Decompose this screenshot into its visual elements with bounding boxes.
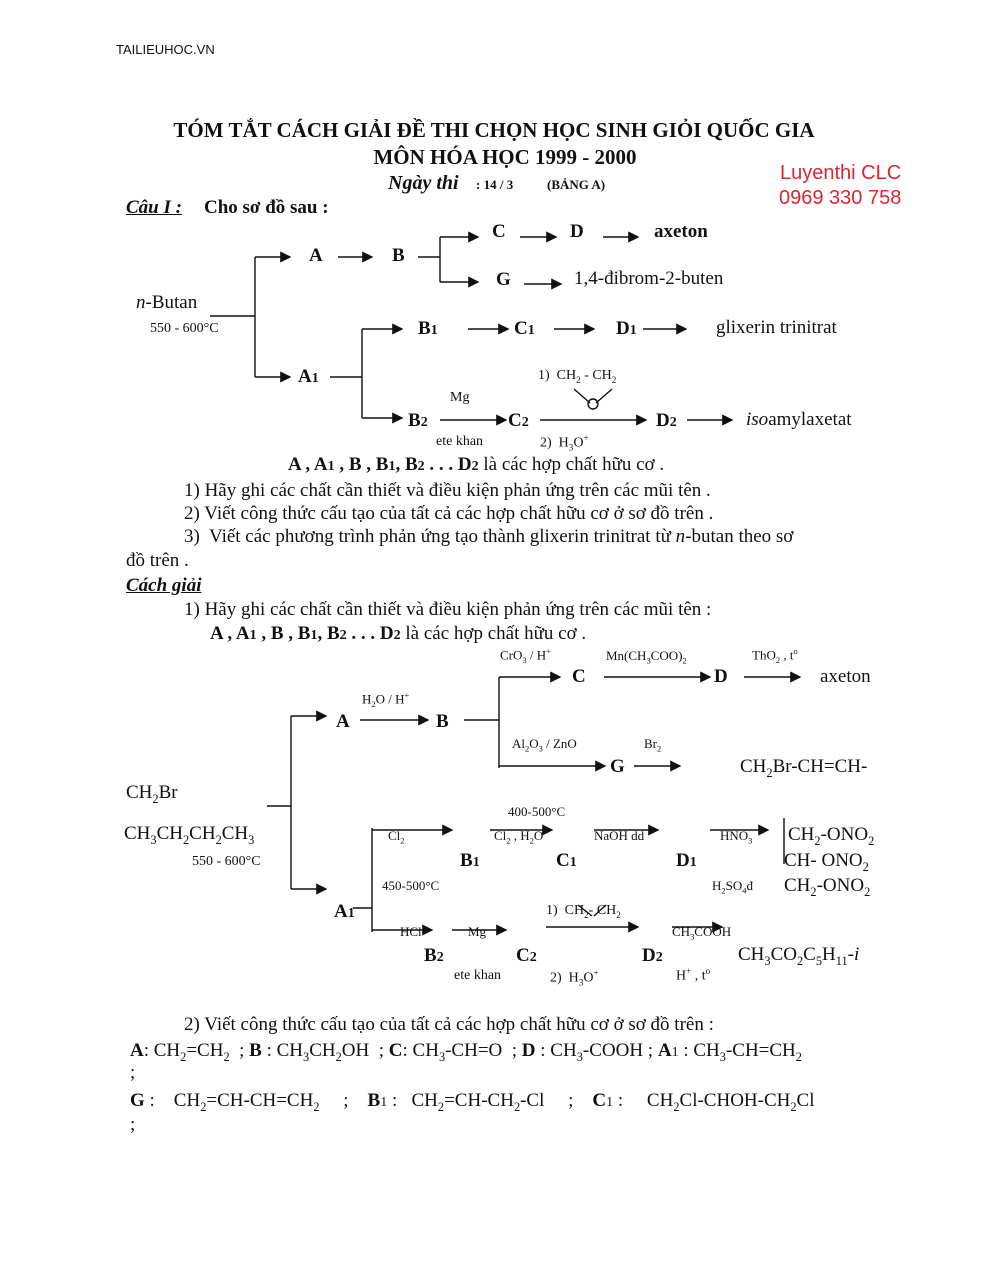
sol-node-D: D xyxy=(714,666,728,687)
node-B: B xyxy=(392,245,405,266)
sol-node-axeton: axeton xyxy=(820,666,871,687)
sol-node-B: B xyxy=(436,711,449,732)
cond-t450: 450-500°C xyxy=(382,878,440,893)
node-dibrom: 1,4-đibrom-2-buten xyxy=(574,268,724,289)
node-B1: B1 xyxy=(418,318,438,339)
sol-ono-1: CH2-ONO2 xyxy=(788,824,875,848)
site-header: TAILIEUHOC.VN xyxy=(116,42,215,57)
solution-item-2: 2) Viết công thức cấu tạo của tất cả các… xyxy=(184,1014,714,1035)
cond-mg: Mg xyxy=(450,390,470,405)
node-B2: B2 xyxy=(408,410,428,431)
sol-cond: 550 - 600°C xyxy=(192,854,261,869)
question-item-3: 3) Viết các phương trình phản ứng tạo th… xyxy=(184,526,794,547)
date-value: : 14 / 3 xyxy=(476,177,514,192)
node-A: A xyxy=(309,245,323,266)
node-C1: C1 xyxy=(514,318,535,339)
question-note: A , A1 , B , B1, B2 . . . D2 là các hợp … xyxy=(288,454,665,475)
sol-ch2br: CH2Br xyxy=(126,782,178,806)
page-title: TÓM TẮT CÁCH GIẢI ĐỀ THI CHỌN HỌC SINH G… xyxy=(173,118,815,142)
node-isoamyl: isoamylaxetat xyxy=(746,409,852,430)
table-label: (BẢNG A) xyxy=(547,177,606,192)
sol-node-C1: C1 xyxy=(556,850,577,871)
cond-al2o3: Al2O3 / ZnO xyxy=(512,736,577,754)
cond-epox: 1) CH2- CH2 xyxy=(546,903,621,920)
node-D2: D2 xyxy=(656,410,677,431)
question-item-3-tail: đồ trên . xyxy=(126,550,189,571)
cond-h3o: 2) H3O+ xyxy=(550,968,599,988)
formulas-row-1: A: CH2=CH2 ; B : CH3CH2OH ; C: CH3-CH=O … xyxy=(130,1040,802,1064)
cond-hplus: H+ , to xyxy=(676,966,711,984)
cond-step1: 1) CH2 - CH2 xyxy=(538,368,617,385)
cond-br2: Br2 xyxy=(644,736,662,754)
question-label: Câu I : xyxy=(126,197,182,218)
cond-tho2: ThO2 , to xyxy=(752,646,798,665)
formulas-semicolon-2: ; xyxy=(130,1114,136,1135)
sol-node-C2: C2 xyxy=(516,945,537,966)
node-D: D xyxy=(570,221,584,242)
cond-cl2: Cl2 xyxy=(388,828,405,846)
sol-node-C: C xyxy=(572,666,586,687)
date-label: Ngày thi xyxy=(388,172,459,194)
stamp-phone: 0969 330 758 xyxy=(779,187,902,209)
node-glixerin: glixerin trinitrat xyxy=(716,317,837,338)
node-D1: D1 xyxy=(616,318,637,339)
stamp-name: Luyenthi CLC xyxy=(780,162,902,184)
sol-ono-3: CH2-ONO2 xyxy=(784,875,871,899)
question-item-1: 1) Hãy ghi các chất cần thiết và điều ki… xyxy=(184,480,711,501)
sol-butane: CH3CH2CH2CH3 xyxy=(124,823,255,847)
formulas-row-2: G : CH2=CH-CH=CH2 ; B1 : CH2=CH-CH2-Cl ;… xyxy=(130,1090,815,1114)
solution-item-1: 1) Hãy ghi các chất cần thiết và điều ki… xyxy=(184,599,712,620)
sol-ono-2: CH- ONO2 xyxy=(784,850,869,874)
question-item-2: 2) Viết công thức cấu tạo của tất cả các… xyxy=(184,503,714,524)
cond-step2: 2) H3O+ xyxy=(540,433,589,453)
formulas-semicolon-1: ; xyxy=(130,1062,136,1083)
node-axeton: axeton xyxy=(654,221,708,242)
question-prompt: Cho sơ đồ sau : xyxy=(204,197,329,218)
cond-cl2h2o: Cl2 , H2O xyxy=(494,828,544,846)
sol-ester: CH3CO2C5H11-i xyxy=(738,944,860,968)
subject-title: MÔN HÓA HỌC 1999 - 2000 xyxy=(373,145,637,169)
sol-brchain: CH2Br-CH=CH- xyxy=(740,756,868,780)
cond-h2o: H2O / H+ xyxy=(362,690,410,709)
cond-hno3: HNO3 xyxy=(720,828,753,846)
cond-ch3cooh: CH3COOH xyxy=(672,924,732,942)
sol-node-A1: A1 xyxy=(334,901,355,922)
node-A1: A1 xyxy=(298,366,319,387)
cond-naoh: NaOH dd xyxy=(594,828,645,843)
cond-hcl: HCl xyxy=(400,924,422,939)
sol-node-D2: D2 xyxy=(642,945,663,966)
start-cond: 550 - 600°C xyxy=(150,321,219,336)
sol-node-G: G xyxy=(610,756,625,777)
node-G: G xyxy=(496,269,511,290)
cond-ete: ete khan xyxy=(436,434,484,449)
cond-mg: Mg xyxy=(468,924,487,939)
cond-ete: ete khan xyxy=(454,968,502,983)
cond-t400: 400-500°C xyxy=(508,804,566,819)
cond-h2so4: H2SO4đ xyxy=(712,878,753,896)
cond-mnac: Mn(CH3COO)2 xyxy=(606,648,687,666)
sol-node-B2: B2 xyxy=(424,945,444,966)
sol-node-D1: D1 xyxy=(676,850,697,871)
sol-node-A: A xyxy=(336,711,350,732)
start-butane: n-Butan xyxy=(136,292,198,313)
sol-node-B1: B1 xyxy=(460,850,480,871)
solution-label: Cách giải xyxy=(126,575,202,596)
node-C: C xyxy=(492,221,506,242)
cond-cro3: CrO3 / H+ xyxy=(500,646,551,665)
node-C2: C2 xyxy=(508,410,529,431)
solution-note: A , A1 , B , B1, B2 . . . D2 là các hợp … xyxy=(210,623,587,644)
